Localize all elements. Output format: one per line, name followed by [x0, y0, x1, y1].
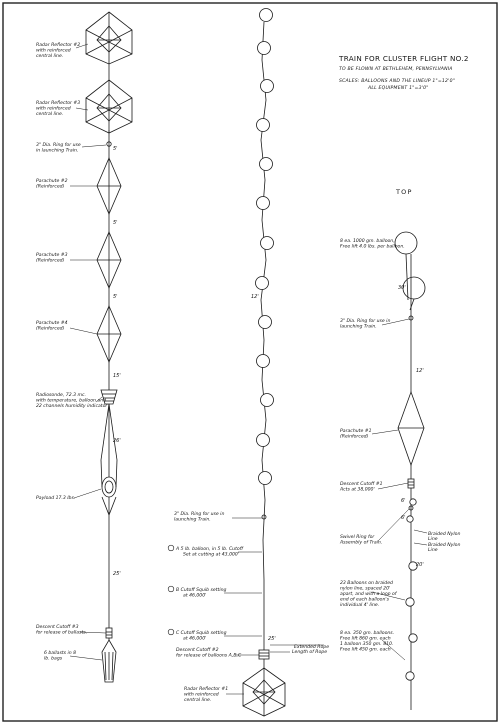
dim-right-12ft: 12'	[416, 368, 424, 374]
parachute-1	[397, 390, 425, 467]
label-swivel-ring: Swivel Ring for Assembly of Train.	[339, 534, 382, 546]
middle-balloon	[260, 79, 274, 93]
descent-cutoff-2	[258, 649, 270, 660]
middle-balloon	[257, 41, 271, 55]
middle-balloon	[256, 118, 270, 132]
descent-cutoff-1	[407, 478, 415, 489]
dim-p2-p3: 5'	[113, 220, 118, 226]
middle-balloon	[258, 471, 272, 485]
label-parachute-1: Parachute #1 (Reinforced)	[340, 428, 373, 440]
small-balloon	[405, 597, 415, 607]
label-radar-reflector-3: Radar Reflector #3 with reinforced centr…	[36, 100, 82, 117]
title-block: TRAIN FOR CLUSTER FLIGHT NO.2 TO BE FLOW…	[338, 54, 469, 91]
small-balloon	[408, 633, 418, 643]
launch-ring-icon	[106, 141, 112, 147]
label-parachute-2: Parachute #2 (Reinforced)	[36, 178, 69, 190]
label-braided-nylon-2: Braided Nylon Line	[428, 542, 462, 553]
label-right-launch-ring: 3" Dia. Ring for use in launching Train.	[340, 318, 392, 330]
middle-balloon	[260, 393, 274, 407]
parachute-2	[96, 156, 122, 216]
ballast-bags	[101, 639, 117, 683]
middle-balloon	[260, 236, 274, 250]
small-balloon	[408, 561, 418, 571]
top-label: TOP	[395, 188, 413, 196]
label-descent-cutoff-2: Descent Cutoff #2 for release of balloon…	[176, 647, 242, 659]
middle-balloon	[259, 157, 273, 171]
dim-middle-spacing: 12'	[251, 294, 259, 300]
parachute-3	[96, 230, 122, 290]
scale-line-2: ALL EQUIPMENT 1"=3'0"	[367, 85, 429, 91]
label-descent-cutoff-1: Descent Cutoff #1 Acts at 38,000'	[339, 481, 384, 493]
dim-radiosonde-payload: 26'	[113, 438, 121, 444]
middle-balloon	[258, 315, 272, 329]
label-radar-reflector-1: Radar Reflector #1 with reinforced centr…	[184, 686, 230, 703]
left-train	[85, 11, 133, 683]
radiosonde	[100, 389, 118, 405]
label-braided-nylon-1: Braided Nylon Line	[428, 531, 462, 542]
descent-cutoff-3	[105, 627, 113, 639]
parachute-4	[96, 304, 122, 364]
middle-launch-ring-icon	[261, 514, 267, 520]
label-350gm-balloons: 8 ea. 350 gm. balloons. Free lift 860 gm…	[340, 630, 396, 653]
large-balloon-2	[402, 276, 426, 300]
small-balloon	[409, 498, 417, 506]
label-extended-rope: Extended Rope Length of Rope	[292, 644, 331, 655]
right-train-labels: TOP 8 ea. 1000 gm. balloon, Free lift 4.…	[339, 188, 462, 661]
small-balloon	[406, 515, 414, 523]
scale-line-1: SCALES: BALLOONS AND THE LINEUP 1"=12'0"	[339, 78, 455, 84]
marker-a-icon	[167, 544, 175, 552]
radar-reflector-2	[85, 11, 133, 65]
middle-balloon	[259, 8, 273, 22]
label-radar-reflector-2: Radar Reflector #2 with reinforced centr…	[36, 42, 82, 59]
large-balloon-1	[394, 231, 418, 255]
title-line-1: TRAIN FOR CLUSTER FLIGHT NO.2	[338, 54, 469, 63]
label-balloon-b: B Cutoff Squib setting at 46,000'	[176, 587, 228, 599]
middle-train-labels: 12' 25' 3" Dia. Ring for use in launchin…	[167, 294, 331, 703]
middle-balloon	[256, 433, 270, 447]
dim-ring: 5'	[113, 146, 118, 152]
dim-right-6ft-a: 6'	[401, 498, 406, 504]
label-balloon-c: C Cutoff Squib setting at 46,000'	[176, 630, 228, 642]
label-small-balloons: 23 Balloons on braided nylon line, space…	[340, 580, 398, 608]
title-line-2: TO BE FLOWN AT BETHLEHEM, PENNSYLVANIA	[339, 66, 453, 72]
label-large-balloons: 8 ea. 1000 gm. balloon, Free lift 4.0 lb…	[340, 238, 405, 250]
dim-payload-cutoff: 25'	[113, 571, 121, 577]
middle-balloon	[256, 354, 270, 368]
middle-train-line	[260, 21, 267, 650]
dim-right-20ft: 20'	[416, 562, 424, 568]
label-ballasts: 6 ballasts in 8 lb. bags	[44, 650, 78, 662]
dim-p3-p4: 5'	[113, 294, 118, 300]
radar-reflector-3	[85, 79, 133, 134]
dim-p4-radiosonde: 15'	[113, 373, 121, 379]
label-radiosonde: Radiosonde, 72.3 mc. with temperature, b…	[36, 392, 108, 409]
label-middle-launch-ring: 3" Dia. Ring for use in launching Train.	[174, 511, 226, 523]
label-balloon-a: A 5 lb. balloon, in 5 lb. Cutoff Set at …	[175, 546, 245, 558]
label-payload: Payload 17.3 lbs.	[36, 495, 75, 501]
left-train-labels: Radar Reflector #2 with reinforced centr…	[36, 42, 121, 662]
label-parachute-4: Parachute #4 (Reinforced)	[36, 320, 69, 332]
label-launch-ring: 3" Dia. Ring for use in launching Train.	[36, 142, 82, 154]
middle-balloon	[256, 196, 270, 210]
swivel-ring-icon	[408, 505, 414, 511]
dim-right-30ft: 30'	[398, 285, 406, 291]
marker-b-icon	[167, 585, 175, 593]
radar-reflector-1	[242, 667, 286, 717]
dim-right-6ft-b: 6'	[401, 515, 406, 521]
dim-middle-bottom: 25'	[268, 636, 276, 642]
middle-balloon	[255, 276, 269, 290]
middle-train	[242, 8, 286, 717]
label-descent-cutoff-3: Descent Cutoff #3 for release of ballast…	[36, 624, 87, 636]
payload	[100, 403, 118, 516]
right-launch-ring-icon	[408, 315, 414, 321]
label-parachute-3: Parachute #3 (Reinforced)	[36, 252, 69, 264]
small-balloon-group	[405, 498, 418, 681]
small-balloon	[405, 671, 415, 681]
middle-balloon-group	[255, 8, 274, 485]
right-train	[394, 231, 426, 710]
marker-c-icon	[167, 628, 175, 636]
